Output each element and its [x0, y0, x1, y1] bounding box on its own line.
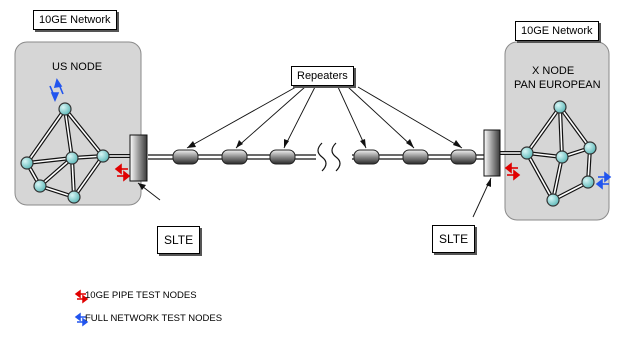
legend-pipe-test-text: 10GE PIPE TEST NODES	[85, 290, 197, 301]
us-node-vertex	[58, 102, 72, 116]
us-node-vertex	[67, 190, 81, 204]
slte-right-label: SLTE	[432, 225, 476, 253]
slte-right-terminal	[483, 129, 501, 177]
repeaters-label: Repeaters	[291, 66, 354, 86]
slte-left-label: SLTE	[157, 226, 201, 254]
us-node-vertex	[20, 156, 34, 170]
legend-red-arrows-icon	[74, 289, 89, 304]
us-node-vertex	[96, 149, 110, 163]
us-node-vertex	[33, 179, 47, 193]
x-node-panel	[504, 41, 610, 221]
repeater	[450, 149, 477, 165]
repeater	[402, 149, 429, 165]
red-arrows-icon	[114, 163, 131, 182]
legend-blue-arrows-icon	[74, 312, 89, 327]
blue-arrows-icon	[595, 171, 612, 190]
repeater	[221, 149, 248, 165]
slte-left-terminal	[129, 134, 148, 182]
left-network-label: 10GE Network	[33, 10, 117, 30]
legend-full-network-text: FULL NETWORK TEST NODES	[85, 313, 223, 324]
x-node-vertex	[583, 141, 597, 155]
legend-item-pipe-test: 10GE PIPE TEST NODES	[85, 290, 197, 301]
repeater	[172, 149, 199, 165]
x-node-vertex	[546, 193, 560, 207]
x-node-vertex	[520, 146, 534, 160]
red-arrows-icon	[504, 162, 521, 181]
x-node-vertex	[553, 100, 567, 114]
repeater	[269, 149, 296, 165]
blue-arrows-icon	[49, 78, 64, 103]
submarine-cable	[148, 142, 490, 172]
repeater	[353, 149, 380, 165]
legend-item-full-network-test: FULL NETWORK TEST NODES	[85, 313, 222, 324]
us-node-vertex	[65, 151, 79, 165]
right-network-label: 10GE Network	[515, 21, 599, 41]
us-node-label: US NODE	[52, 61, 102, 73]
x-node-vertex	[581, 175, 595, 189]
x-node-vertex	[555, 150, 569, 164]
x-node-label-line1: X NODE	[532, 65, 574, 77]
x-node-label-line2: PAN EUROPEAN	[514, 79, 601, 91]
